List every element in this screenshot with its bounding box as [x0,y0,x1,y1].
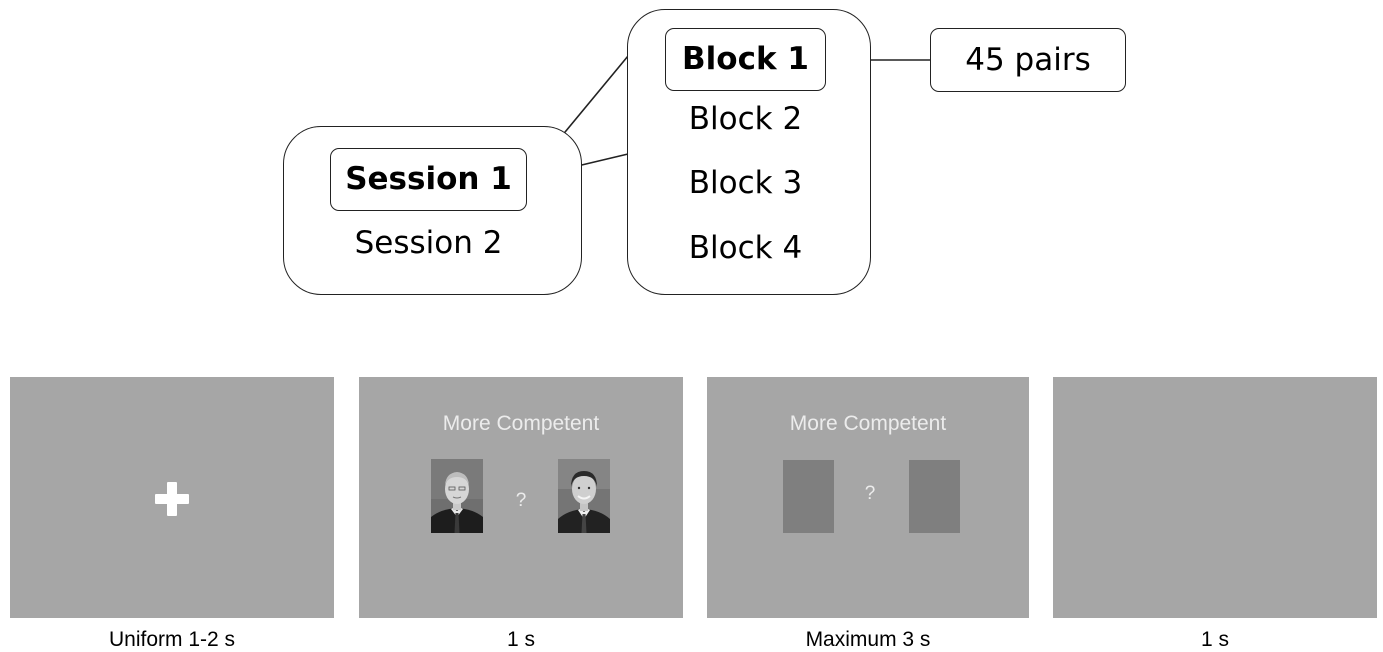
faces-screen: More Competent ? [359,377,683,618]
right-face-photo [558,459,610,533]
response-question-mark: ? [864,483,876,504]
faces-duration-caption: 1 s [506,628,535,651]
left-face-photo [431,459,483,533]
response-duration-caption: Maximum 3 s [805,628,931,651]
session-1-box: Session 1 [330,148,527,211]
faces-screen-title: More Competent [442,412,600,435]
response-screen: More Competent ? [707,377,1029,618]
block-1-label: Block 1 [682,41,809,77]
blank-screen [1053,377,1377,618]
block-1-box: Block 1 [665,28,826,91]
response-screen-title: More Competent [789,412,947,435]
block-3-label: Block 3 [688,165,803,201]
blank-duration-caption: 1 s [1200,628,1229,651]
pairs-box: 45 pairs [930,28,1126,92]
fixation-duration-caption: Uniform 1-2 s [108,628,236,651]
right-face-placeholder [909,460,960,533]
session-1-label: Session 1 [345,161,512,197]
fixation-cross-vertical [167,482,177,516]
block-4-label: Block 4 [688,230,803,266]
session-2-label: Session 2 [354,225,503,261]
block-2-label: Block 2 [688,101,803,137]
faces-question-mark: ? [515,490,527,511]
fixation-screen [10,377,334,618]
pairs-label: 45 pairs [965,41,1091,78]
left-face-placeholder [783,460,834,533]
